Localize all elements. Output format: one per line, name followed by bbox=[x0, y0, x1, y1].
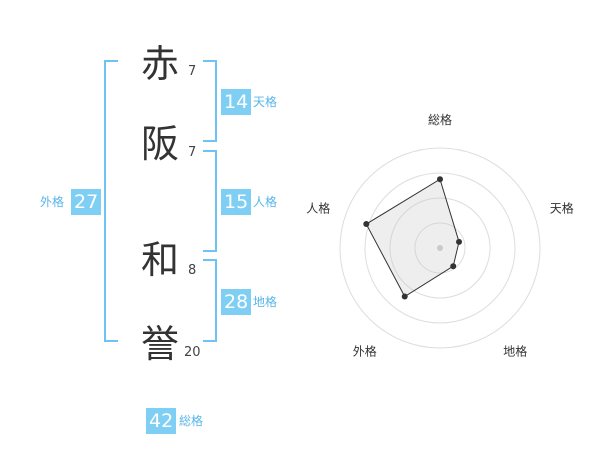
name-char-3: 和 bbox=[140, 238, 179, 282]
soukaku-label: 総格 bbox=[179, 414, 204, 428]
radar-ring-4 bbox=[339, 147, 541, 349]
radar-axis-label-5: 人格 bbox=[306, 200, 330, 215]
stroke-count-3: 8 bbox=[188, 263, 197, 278]
radar-point-1 bbox=[437, 176, 443, 183]
radar-polygon-layer bbox=[363, 176, 463, 300]
soukaku-score-badge: 42 bbox=[146, 408, 177, 434]
radar-ring-2 bbox=[389, 197, 491, 299]
radar-axis-label-3: 地格 bbox=[503, 344, 527, 359]
stroke-count-2: 7 bbox=[188, 145, 197, 160]
chikaku-label: 地格 bbox=[253, 295, 278, 309]
radar-point-5 bbox=[363, 221, 370, 228]
name-char-1: 赤 bbox=[140, 42, 179, 86]
tenkaku-label: 天格 bbox=[253, 95, 278, 109]
radar-polygon bbox=[365, 178, 460, 298]
jinkaku-label: 人格 bbox=[253, 195, 278, 209]
gaikaku-label: 外格 bbox=[40, 195, 65, 209]
stroke-count-4: 20 bbox=[184, 345, 201, 360]
name-char-4: 誉 bbox=[140, 322, 179, 366]
gaikaku-bracket bbox=[104, 60, 118, 342]
chikaku-score-badge: 28 bbox=[221, 289, 252, 315]
stroke-count-1: 7 bbox=[188, 64, 197, 79]
radar-axis-label-1: 総格 bbox=[428, 112, 452, 127]
radar-point-2 bbox=[456, 238, 463, 245]
tenkaku-score-badge: 14 bbox=[221, 89, 252, 115]
jinkaku-score-badge: 15 bbox=[221, 189, 252, 215]
name-char-2: 阪 bbox=[140, 122, 179, 166]
radar-axis-label-4: 外格 bbox=[353, 344, 377, 359]
radar-point-4 bbox=[401, 293, 408, 300]
radar-axis-label-2: 天格 bbox=[550, 200, 574, 215]
gaikaku-score-badge: 27 bbox=[71, 189, 102, 215]
radar-rings bbox=[339, 147, 541, 349]
tenkaku-bracket bbox=[203, 60, 217, 142]
radar-ring-3 bbox=[364, 172, 516, 324]
jinkaku-bracket bbox=[203, 150, 217, 252]
chikaku-bracket bbox=[203, 259, 217, 342]
radar-center-dot bbox=[437, 245, 443, 251]
radar-ring-1 bbox=[414, 222, 466, 274]
radar-point-3 bbox=[450, 263, 457, 270]
